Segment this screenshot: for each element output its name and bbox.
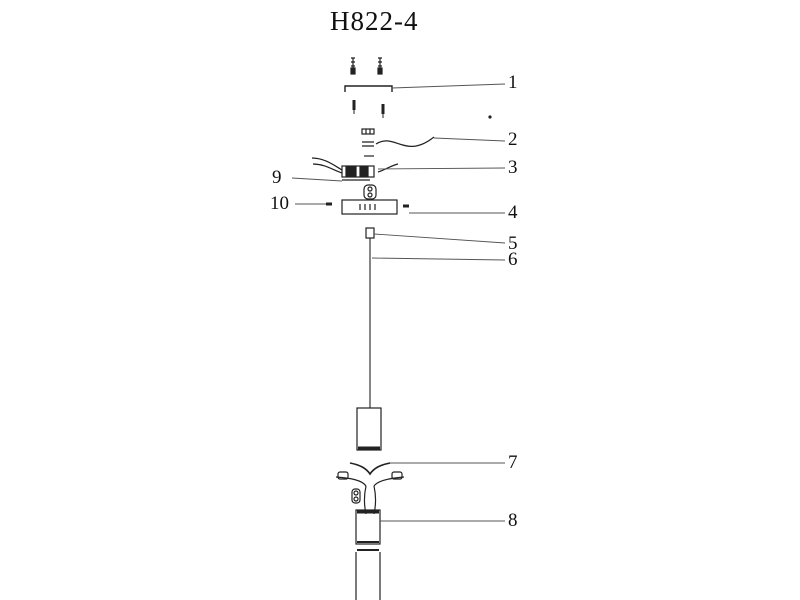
callout-1: 1 (508, 72, 518, 93)
cable-grip-part (365, 227, 375, 408)
upper-shade (356, 407, 382, 451)
callout-9: 9 (272, 167, 282, 188)
lamp-holder-hub-part (335, 462, 405, 515)
terminal-block-part (311, 157, 399, 200)
diagram-title: H822-4 (330, 6, 419, 36)
lower-shade-part (355, 509, 381, 600)
callout-5: 5 (508, 233, 518, 254)
callout-7: 7 (508, 452, 518, 473)
callout-4: 4 (508, 202, 518, 223)
mounting-bracket-part (344, 57, 492, 119)
callout-2: 2 (508, 129, 518, 150)
leader-lines (291, 83, 506, 522)
callout-10: 10 (270, 193, 289, 214)
callout-3: 3 (508, 157, 518, 178)
callout-6: 6 (508, 249, 518, 270)
canopy-part (326, 199, 409, 215)
callout-8: 8 (508, 510, 518, 531)
wire-connector-part (361, 128, 435, 157)
